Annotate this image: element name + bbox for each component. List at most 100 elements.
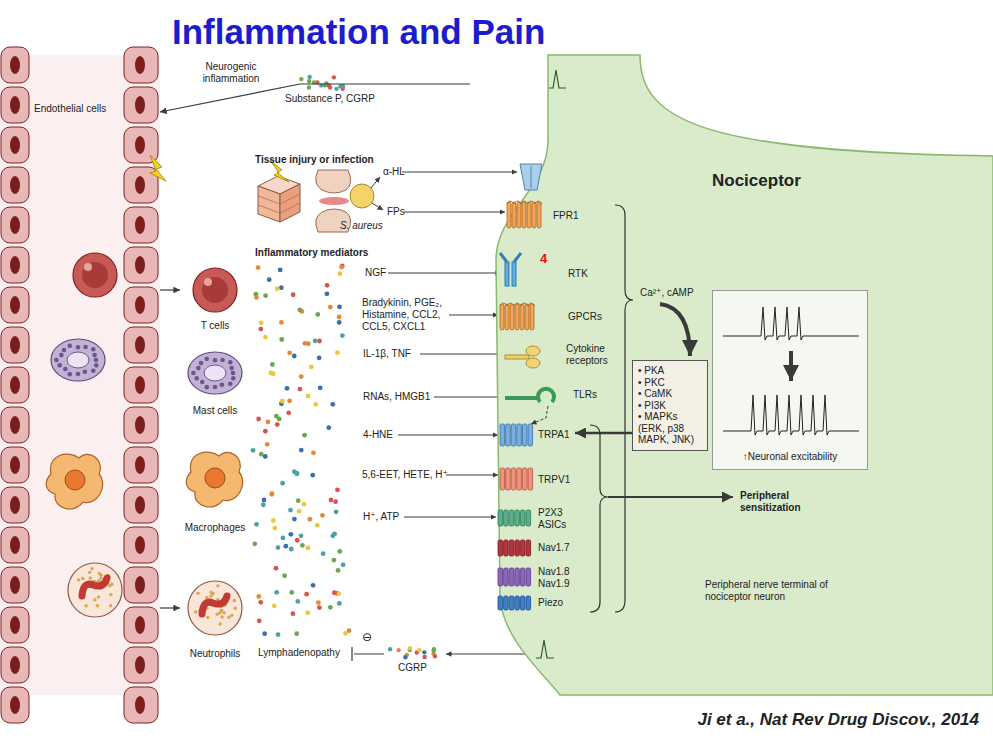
cell-nucleus	[202, 277, 228, 303]
endothelial-cell	[1, 607, 29, 643]
node-label: ↑Neuronal excitability	[717, 451, 863, 463]
endothelial-cell	[124, 447, 158, 483]
section-heading: Tissue injury or infection	[255, 154, 374, 166]
neutrophil-figure	[188, 581, 242, 635]
callout-number: 4	[540, 252, 547, 266]
mediator-arrow	[398, 435, 498, 436]
blood-vessel: Endothelial cells	[0, 55, 160, 695]
cytokine-receptor	[526, 346, 540, 356]
neuropeptide-dot	[307, 75, 311, 79]
blood-vessel-outline	[0, 55, 160, 695]
mast-cell-figure	[188, 352, 242, 394]
peptide-arrow	[372, 203, 383, 210]
endothelial-nucleus	[135, 696, 145, 714]
endothelial-cell	[124, 567, 158, 603]
mediator-label: 5,6-EET, HETE, H⁺	[362, 469, 448, 481]
receptor-label: TLRs	[573, 389, 597, 401]
trpa1-channel	[511, 424, 516, 446]
endothelial-cell	[1, 327, 29, 363]
mast-cell-outline	[180, 343, 250, 403]
granule	[231, 371, 236, 376]
mediator-label: IL-1β, TNF	[363, 348, 411, 360]
endothelial-nucleus	[135, 176, 145, 194]
granule	[63, 367, 68, 372]
endothelial-nucleus	[10, 56, 20, 74]
mediator-dot	[306, 394, 311, 399]
neuropeptide-dot	[396, 648, 400, 652]
mediator-dot	[294, 631, 299, 636]
fpr1-receptor-loop	[507, 201, 542, 204]
gpcr-receptor-loop	[500, 303, 535, 306]
mediator-arrow	[404, 517, 496, 518]
mediator-dot	[334, 509, 339, 514]
granule	[67, 344, 72, 349]
endothelial-nucleus	[135, 496, 145, 514]
rtk-arms	[500, 253, 521, 262]
endothelial-nucleus	[135, 296, 145, 314]
mediator-dot	[288, 508, 293, 513]
endothelial-nucleus	[135, 456, 145, 474]
connector-arrow	[160, 607, 180, 608]
endothelial-cell	[124, 47, 158, 83]
bracket	[590, 425, 608, 612]
granule	[229, 366, 234, 371]
mediator-dot	[337, 315, 342, 320]
cell-body	[51, 339, 105, 381]
receptor-label: RTK	[568, 268, 588, 280]
piezo-channel	[504, 596, 509, 610]
endothelial-nucleus	[10, 256, 20, 274]
piezo-channel	[515, 596, 520, 610]
granule	[206, 616, 209, 619]
mediator-dot	[299, 533, 304, 538]
channel-label: Piezo	[538, 597, 563, 609]
mediator-arrow	[449, 315, 498, 316]
inhibition-line	[352, 647, 384, 661]
mediator-dot	[267, 277, 272, 282]
mediator-dot	[276, 545, 281, 550]
granule	[94, 363, 99, 368]
endothelial-nucleus	[10, 216, 20, 234]
granule	[220, 382, 225, 387]
macrophage-figure	[186, 452, 242, 507]
endothelial-cell	[124, 527, 158, 563]
endothelial-nucleus	[10, 416, 20, 434]
granule	[67, 372, 72, 377]
mediator-dot	[272, 526, 277, 531]
endothelial-nucleus	[10, 176, 20, 194]
mediator-label: RNAs, HMGB1	[363, 391, 430, 403]
endothelial-nucleus	[135, 416, 145, 434]
mediator-dot	[279, 337, 284, 342]
endothelial-cell	[1, 167, 29, 203]
nav17-channel	[526, 540, 531, 556]
endothelial-cell	[1, 287, 29, 323]
mediator-dot	[299, 374, 304, 379]
mediator-dot	[261, 502, 266, 507]
nav18-channel	[526, 568, 531, 586]
mediator-dot	[276, 632, 281, 637]
granule	[90, 567, 93, 570]
endothelial-nucleus	[135, 576, 145, 594]
connector-arrow	[160, 84, 470, 112]
endothelial-cell	[124, 247, 158, 283]
granule	[219, 622, 222, 625]
endothelial-cell	[124, 367, 158, 403]
mediator-dot	[337, 304, 342, 309]
mediator-dot	[305, 546, 310, 551]
neuropeptide-dot	[307, 79, 311, 83]
piezo-channel	[509, 596, 514, 610]
mediator-dot	[329, 498, 334, 503]
mediator-dot	[283, 544, 288, 549]
mediator-dot	[281, 536, 286, 541]
granule	[221, 615, 224, 618]
endothelial-nucleus	[135, 656, 145, 674]
mediator-dot	[302, 433, 307, 438]
cell-body	[46, 454, 102, 509]
neuropeptide-dot	[334, 87, 338, 91]
mediator-dot	[279, 320, 284, 325]
drawing-g	[496, 55, 993, 695]
granule	[231, 376, 236, 381]
endothelial-cell	[1, 367, 29, 403]
mediator-dot	[275, 422, 280, 427]
granule	[216, 584, 219, 587]
granule	[220, 358, 225, 363]
